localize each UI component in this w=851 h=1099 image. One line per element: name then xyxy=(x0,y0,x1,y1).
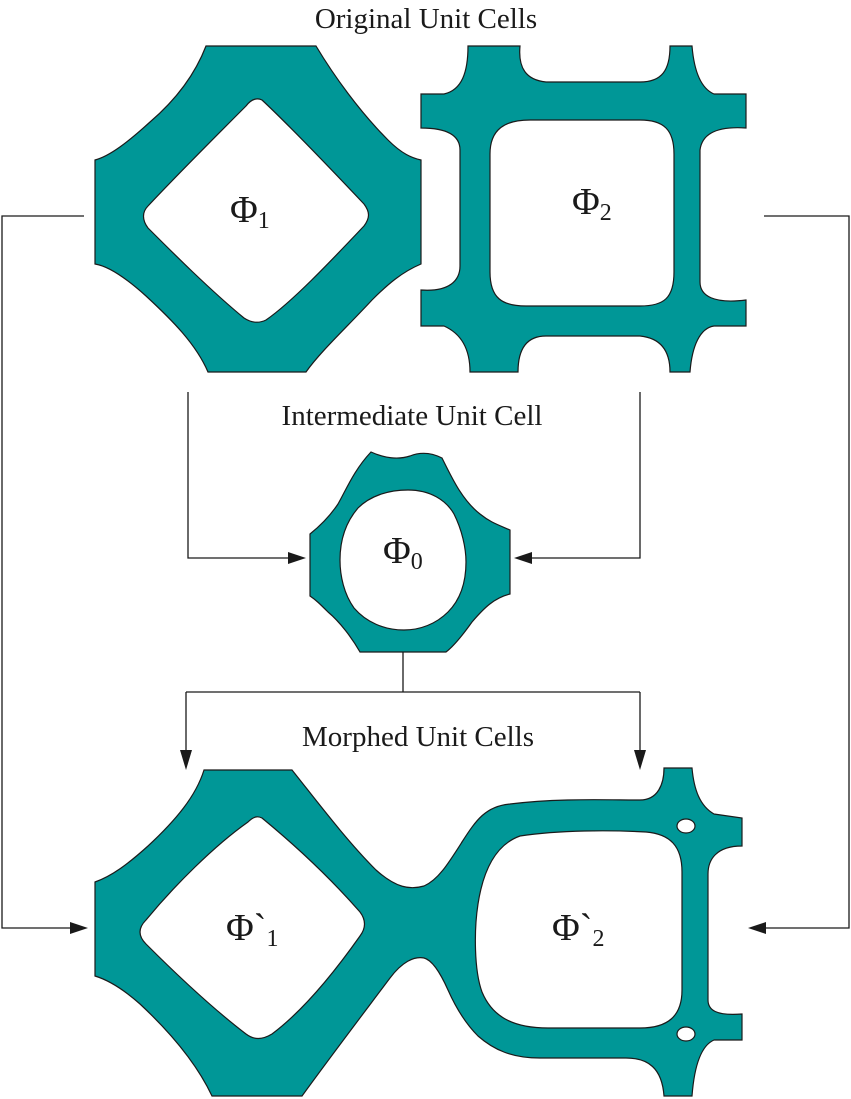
original-unit-cells-title: Original Unit Cells xyxy=(315,3,537,35)
phi2-hole xyxy=(489,119,675,307)
phi1-label: Φ1 xyxy=(230,189,270,234)
morphed-unit-cells: Φ`1 Φ`2 xyxy=(94,767,743,1097)
arrowhead-phi0-to-morphed2 xyxy=(634,750,646,770)
morphed2-corner-hole-top xyxy=(676,818,696,834)
connector-phi0-split xyxy=(185,652,641,752)
arrowhead-phi2-to-phi0 xyxy=(514,552,532,564)
intermediate-unit-cell-title: Intermediate Unit Cell xyxy=(282,400,543,432)
unit-cell-phi1: Φ1 xyxy=(94,45,422,373)
connector-phi1-to-morphed1 xyxy=(1,215,84,929)
phi0-hole xyxy=(339,489,467,631)
morphed2-corner-hole-bottom xyxy=(676,1026,696,1042)
phi1-hole xyxy=(142,98,370,323)
morphed2-hole xyxy=(474,830,683,1029)
arrowhead-phi0-to-morphed1 xyxy=(180,750,192,770)
connector-phi2-to-morphed2 xyxy=(764,215,850,929)
connector-phi1-to-phi0 xyxy=(187,392,290,559)
unit-cell-phi0: Φ0 xyxy=(309,451,511,653)
arrowhead-phi1-to-morphed1 xyxy=(70,922,88,934)
phi2-label: Φ2 xyxy=(572,181,612,226)
morphed1-hole xyxy=(139,816,366,1040)
connector-phi2-to-phi0 xyxy=(530,392,641,559)
morphed2-label: Φ`2 xyxy=(552,907,604,952)
phi0-label: Φ0 xyxy=(383,530,423,575)
arrowhead-phi2-to-morphed2 xyxy=(748,922,766,934)
morphed-unit-cells-title: Morphed Unit Cells xyxy=(302,721,534,753)
arrowhead-phi1-to-phi0 xyxy=(288,552,306,564)
morphed1-label: Φ`1 xyxy=(226,907,278,952)
unit-cell-phi2: Φ2 xyxy=(420,45,747,373)
